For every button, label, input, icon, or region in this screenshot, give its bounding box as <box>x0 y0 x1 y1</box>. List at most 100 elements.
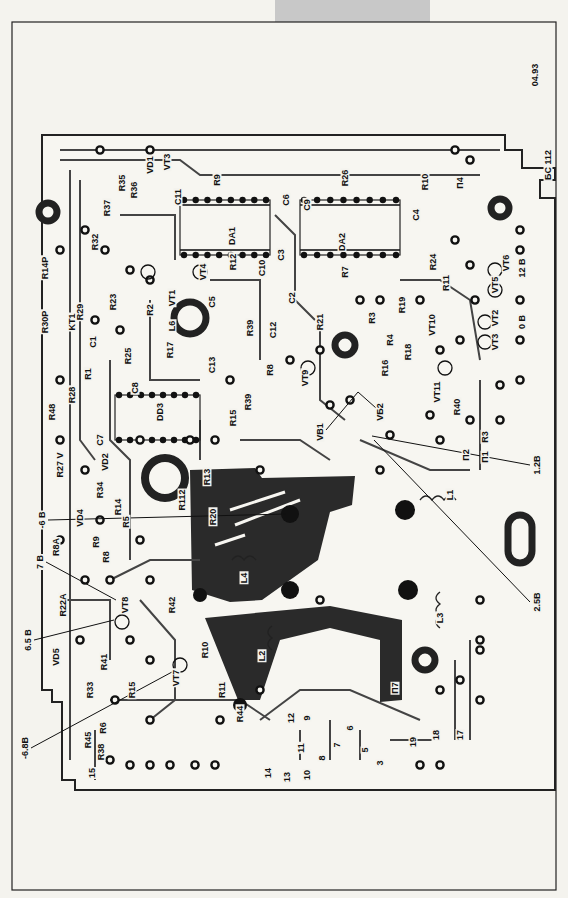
chip-pin <box>251 197 257 203</box>
part-label: R10 <box>201 641 210 660</box>
part-label: R13 <box>203 468 212 487</box>
part-label: VБ2 <box>376 402 385 421</box>
pad <box>216 716 223 723</box>
leader-line <box>358 392 376 408</box>
part-label: R36 <box>130 181 139 200</box>
transistor-outline <box>438 361 452 375</box>
chip-pin <box>393 252 399 258</box>
part-label: 17 <box>456 729 465 741</box>
pad <box>436 436 443 443</box>
part-label: R40 <box>453 398 462 417</box>
pad <box>466 156 473 163</box>
part-label: L2 <box>258 650 267 663</box>
part-label: 0 В <box>518 314 527 330</box>
chip-pin <box>127 437 133 443</box>
part-label: C4 <box>412 208 421 222</box>
part-label: R1 <box>84 367 93 381</box>
part-label: R8 <box>102 550 111 564</box>
part-label: DA2 <box>338 232 347 252</box>
transistor-outline <box>115 615 129 629</box>
part-label: R29 <box>76 303 85 322</box>
pad <box>56 376 63 383</box>
part-label: R24 <box>429 253 438 272</box>
trace <box>60 149 500 151</box>
part-label: 14 <box>264 767 273 779</box>
chip-pin <box>228 197 234 203</box>
part-label: VD1 <box>146 155 155 175</box>
part-label: 15 <box>88 767 97 779</box>
part-label: П4 <box>456 176 465 189</box>
part-label: R12 <box>229 253 238 272</box>
chip-pin <box>367 252 373 258</box>
part-label: C8 <box>131 381 140 395</box>
pad <box>516 336 523 343</box>
pad <box>436 686 443 693</box>
chip-pin <box>216 252 222 258</box>
page-frame <box>12 22 556 890</box>
pad <box>106 756 113 763</box>
part-label: R4 <box>386 333 395 347</box>
part-label: DD3 <box>156 402 165 422</box>
part-label: R15 <box>229 409 238 428</box>
part-label: C11 <box>174 188 183 206</box>
part-label: R33 <box>86 681 95 700</box>
part-label: R35 <box>118 174 127 193</box>
pad <box>466 261 473 268</box>
pad <box>116 326 123 333</box>
coil-L6 <box>174 302 206 334</box>
mounting-holes <box>39 199 509 670</box>
part-label: 04.93 <box>531 63 540 88</box>
chip-pin <box>367 197 373 203</box>
part-label: R9 <box>92 535 101 549</box>
pad <box>451 146 458 153</box>
part-label: VT9 <box>301 369 310 388</box>
trace <box>360 440 470 470</box>
chip-pin <box>393 197 399 203</box>
part-label: VD4 <box>76 508 85 528</box>
pad <box>126 636 133 643</box>
part-label: DA1 <box>228 226 237 246</box>
part-label: 3 <box>376 759 385 766</box>
part-label: VB1 <box>316 422 325 442</box>
board-outline <box>42 135 555 790</box>
part-label: R6 <box>99 721 108 735</box>
part-label: 7 В <box>36 554 45 570</box>
part-label: 11 <box>297 742 306 754</box>
chip-pin <box>193 392 199 398</box>
transistor-outline <box>141 265 155 279</box>
chip-pin <box>301 252 307 258</box>
part-label: 18 <box>432 729 441 741</box>
part-label: 5 <box>361 746 370 753</box>
part-label: VT5 <box>491 276 500 295</box>
chip-pin <box>116 392 122 398</box>
pad <box>451 236 458 243</box>
pad <box>456 676 463 683</box>
pad <box>146 761 153 768</box>
trace <box>359 730 361 760</box>
chip-pin <box>239 252 245 258</box>
part-label: C2 <box>288 291 297 305</box>
part-label: R9 <box>213 173 222 187</box>
part-label: R14 <box>114 498 123 517</box>
pad <box>186 436 193 443</box>
chip-pin <box>204 252 210 258</box>
chip-pin <box>263 252 269 258</box>
leader-line <box>34 620 114 640</box>
pad <box>326 401 333 408</box>
chip-pin <box>171 392 177 398</box>
part-label: R45 <box>84 731 93 750</box>
pad <box>126 761 133 768</box>
part-label: VT7 <box>172 669 181 688</box>
pad <box>146 656 153 663</box>
chip-pin <box>181 252 187 258</box>
chip-pin <box>182 392 188 398</box>
part-label: R23 <box>109 293 118 312</box>
pad <box>466 416 473 423</box>
part-label: 1.2В <box>533 454 542 475</box>
pad <box>136 536 143 543</box>
trace <box>300 249 400 251</box>
part-label: 13 <box>283 771 292 783</box>
part-label: R41 <box>100 653 109 672</box>
pad <box>136 436 143 443</box>
part-label: C12 <box>269 321 278 340</box>
